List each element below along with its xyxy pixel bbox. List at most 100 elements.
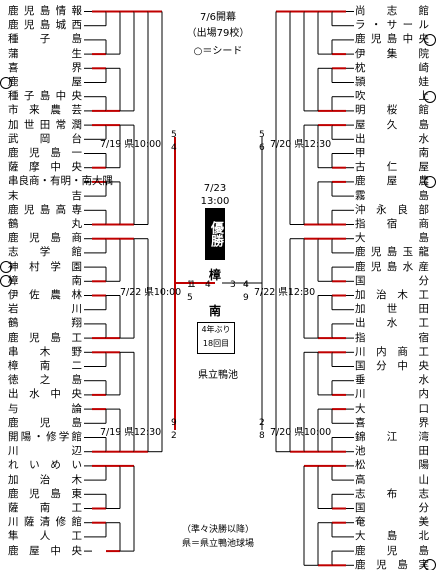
right-team: 大 島 北 [355,530,429,543]
left-team: 鹿 児 島 商 [8,232,82,245]
right-team: 沖 永 良 部 [355,203,429,216]
right-team: 加 治 木 工 [355,289,429,301]
right-team: 鹿 児 島 実 [355,558,429,570]
right-team: 伊 集 院 [355,47,429,60]
left-team: 武 岡 台 [8,132,82,145]
winner-label: 優勝 [205,208,225,260]
right-team: 鹿 児 島 [355,544,429,557]
left-team: 鶴 丸 [8,218,82,230]
right-team: 奄 美 [355,516,429,529]
seed-mark-icon [424,90,436,103]
left-final-score2: 5 [187,293,193,303]
champion-note-line2: 18回目 [202,339,230,348]
right-team: 鹿児島中央 [355,33,429,46]
seed-legend: ○＝シード [193,46,243,57]
left-team: 薩 摩 中 央 [8,161,82,174]
left-team: 種子島中央 [8,90,82,103]
opening-date: 7/6開幕 [199,12,237,23]
right-team: 高 山 [355,473,429,486]
winner-name-2: 南 [208,304,221,318]
semi-bot-right-score2: 8 [259,431,265,441]
semi-bot-right-label: 7/20 県10:00 [270,427,332,438]
right-team: ラ・サール [355,19,429,32]
right-team: 吹 上 [355,90,429,103]
right-team: 池 田 [355,445,429,458]
left-team: 鹿 児 島 一 [8,147,82,159]
right-team: 鹿 屋 農 [355,175,429,188]
right-team: 大 島 [355,232,429,245]
winner-name: 樟 [208,268,221,282]
footer-line2: 県＝県立鴨池球場 [181,539,254,549]
left-team: 串良商・有明・南大隅 [8,175,113,188]
right-final-label: 7/22 県12:30 [254,287,316,298]
seed-mark-icon [0,76,12,89]
right-team: 錦 江 湾 [355,431,429,443]
right-team: 国 分 中 央 [355,360,429,372]
semi-bot-left-score1: 9 [171,418,177,428]
right-team: 志 布 志 [355,487,429,500]
left-team: 鹿児島情報 [8,5,82,17]
left-team: 蒲 生 [8,47,82,60]
final-venue: 県立鴨池 [198,370,238,381]
right-team: 大 口 [355,402,429,415]
semi-bot-left-label: 7/19 県12:30 [100,427,162,438]
left-team: 鹿児島高専 [8,203,82,216]
semi-top-left-score1: 5 [171,130,177,140]
seed-mark-icon [424,175,436,188]
semi-top-right-score2: 6 [259,143,265,153]
right-team: 出 水 工 [355,317,429,330]
left-team: 開陽・修学館 [8,431,82,443]
right-team: 川 内 [355,388,429,401]
right-team: 明 桜 館 [355,104,429,117]
left-team: 出 水 中 央 [8,388,82,401]
left-team: 鹿児島東 [8,487,82,500]
final-score-right-b: 4 [243,280,249,290]
left-final-label: 7/22 県10:00 [120,287,182,298]
seed-mark-icon [424,33,436,46]
left-team: 与 論 [8,402,82,415]
semi-top-right-score1: 5 [259,130,265,140]
final-score-left-b: 4 [205,280,211,290]
left-team: 種 子 島 [8,33,82,46]
left-team: 神 村 学 園 [8,260,82,273]
left-team: 徳 之 島 [8,374,82,387]
left-team: 薩 南 工 [8,502,82,514]
right-team: 尚 志 館 [355,5,429,17]
right-team: 鹿児島水産 [355,260,429,273]
semi-top-left-score2: 4 [171,143,177,153]
champion-note: 4年ぶり 18回目 [197,322,235,354]
left-team: 鹿 児 島 工 [8,331,82,344]
left-team: 喜 界 [8,61,82,74]
right-team: 松 陽 [355,459,429,472]
left-team: 鹿 児 島 [8,416,82,429]
semi-top-right-label: 7/20 県12:30 [270,139,332,150]
final-time: 13:00 [200,196,230,207]
footer-line1: （準々決勝以降） [181,525,254,535]
right-team: 喜 界 [355,416,429,429]
right-team: 霧 島 [355,189,429,202]
right-team: 指 宿 商 [355,218,429,230]
right-final-score2: 9 [243,293,249,303]
final-score-right-a: 3 [230,280,236,290]
right-team: 出 水 [355,132,429,145]
left-team: 末 吉 [8,189,82,202]
left-team: 川薩清修館 [8,516,82,529]
champion-note-line1: 4年ぶり [201,325,231,334]
right-team: 屋 久 島 [355,118,429,131]
right-team: 国 分 [355,502,429,514]
left-team: 伊 佐 農 林 [8,289,82,301]
left-team: 市来農芸 [8,104,82,117]
left-team: 鶴 翔 [8,317,82,330]
left-team: 樟 南 二 [8,360,82,372]
right-team: 枕 崎 [355,61,429,74]
left-team: 鹿 屋 中 央 [8,544,82,557]
right-team: 古 仁 屋 [355,161,429,174]
final-date: 7/23 [203,183,227,194]
seed-mark-icon [424,559,436,570]
final-score-left-a: 1 [190,280,196,290]
right-team: 鹿児島玉龍 [355,246,429,259]
seed-mark-icon [0,261,12,274]
entries-count: （出場79校） [186,28,250,39]
